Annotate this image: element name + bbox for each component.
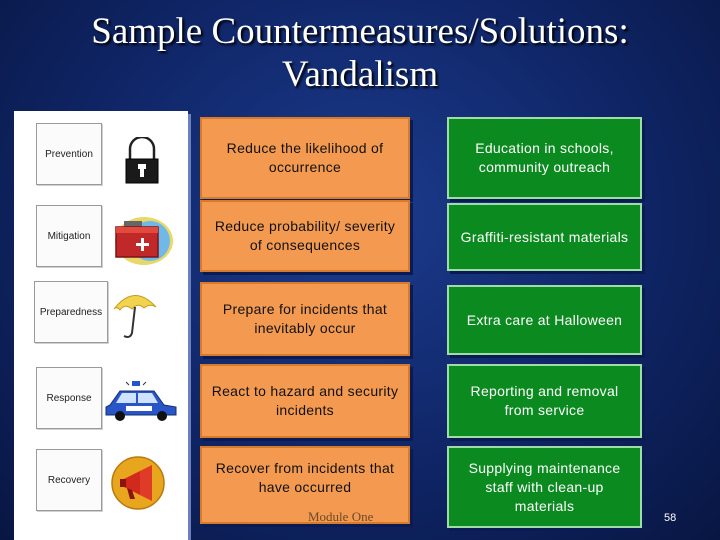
phase-box-recovery: Recovery xyxy=(36,449,102,511)
definition-cell-recovery: Recover from incidents that have occurre… xyxy=(200,446,410,524)
example-cell-response: Reporting and removal from service xyxy=(447,364,642,438)
footer-module-label: Module One xyxy=(308,509,374,524)
phase-row-preparedness: Preparedness xyxy=(14,281,188,355)
phase-label-preparedness: Preparedness xyxy=(39,306,103,318)
title-line-1: Sample Countermeasures/Solutions: xyxy=(91,11,629,52)
phase-box-response: Response xyxy=(36,367,102,429)
phase-box-mitigation: Mitigation xyxy=(36,205,102,267)
example-cell-prevention: Education in schools, community outreach xyxy=(447,117,642,199)
umbrella-icon xyxy=(113,295,157,338)
phase-label-prevention: Prevention xyxy=(45,148,93,160)
phase-box-preparedness: Preparedness xyxy=(34,281,108,343)
phase-box-prevention: Prevention xyxy=(36,123,102,185)
police-car-icon xyxy=(105,381,177,421)
page-number: 58 xyxy=(664,512,677,524)
definition-cell-prevention: Reduce the likelihood of occurrence xyxy=(200,117,410,199)
definition-cell-mitigation: Reduce probability/ severity of conseque… xyxy=(200,200,410,272)
first-aid-kit-icon xyxy=(115,217,173,265)
example-cell-recovery: Supplying maintenance staff with clean-u… xyxy=(447,446,642,528)
definition-cell-preparedness: Prepare for incidents that inevitably oc… xyxy=(200,282,410,356)
definition-cell-response: React to hazard and security incidents xyxy=(200,364,410,438)
example-cell-preparedness: Extra care at Halloween xyxy=(447,285,642,355)
title-line-2: Vandalism xyxy=(281,54,439,95)
phase-row-mitigation: Mitigation xyxy=(14,205,188,279)
padlock-icon xyxy=(125,137,159,184)
phase-row-recovery: Recovery xyxy=(14,449,188,523)
phase-label-recovery: Recovery xyxy=(47,474,91,486)
example-cell-mitigation: Graffiti-resistant materials xyxy=(447,203,642,271)
phase-row-prevention: Prevention xyxy=(14,123,188,197)
phase-row-response: Response xyxy=(14,367,188,441)
phase-label-response: Response xyxy=(46,392,92,404)
phase-panel: Prevention Mitigation Preparedness xyxy=(14,111,188,540)
slide-title: Sample Countermeasures/Solutions: Vandal… xyxy=(0,10,720,96)
phase-label-mitigation: Mitigation xyxy=(47,230,91,242)
megaphone-icon xyxy=(111,456,165,510)
